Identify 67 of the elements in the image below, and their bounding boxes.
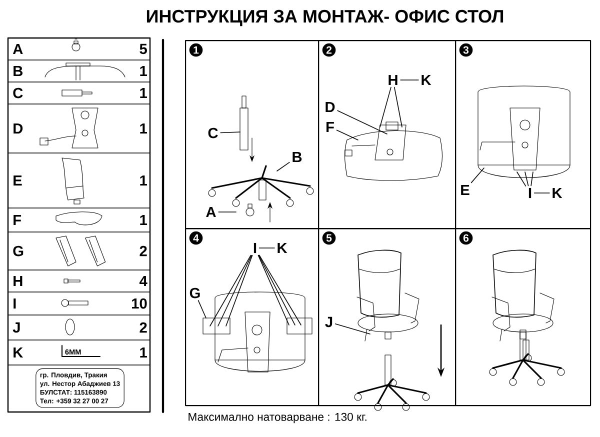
- leader-line: [337, 110, 388, 134]
- leader-line: [198, 300, 206, 318]
- leader-line: [218, 254, 252, 326]
- part-letter: I: [14, 298, 16, 309]
- leader-line: [258, 254, 290, 326]
- step-number: 1: [189, 43, 203, 57]
- leader-line: [210, 254, 252, 326]
- callout-letter: A: [206, 206, 216, 218]
- leader-line: [220, 132, 240, 134]
- step-number: 2: [322, 43, 336, 57]
- quantity: 1: [140, 123, 147, 134]
- quantity: 1: [140, 214, 147, 226]
- part-letter: F: [14, 214, 22, 226]
- part-letter: K: [14, 347, 24, 358]
- leader-line: [394, 86, 402, 128]
- step-panel: [185, 228, 320, 406]
- callout-letter: D: [326, 102, 335, 112]
- part-letter: E: [14, 175, 22, 186]
- step-panel: [318, 228, 456, 406]
- leader-line: [226, 254, 253, 326]
- step-panel: [185, 40, 320, 230]
- leader-line: [276, 162, 290, 172]
- step-panel: [318, 40, 456, 230]
- quantity: 2: [140, 246, 147, 256]
- part-letter: D: [14, 123, 23, 134]
- part-letter: H: [14, 276, 22, 286]
- callout-letter: K: [552, 188, 562, 198]
- step-number: 5: [322, 231, 336, 245]
- callout-letter: B: [292, 152, 302, 162]
- quantity: 4: [139, 276, 148, 286]
- quantity: 2: [140, 322, 147, 333]
- quantity: 1: [140, 88, 147, 98]
- part-letter: A: [12, 44, 23, 54]
- quantity: 5: [140, 44, 147, 54]
- step-number: 4: [189, 231, 203, 245]
- caption: Максимално натоварване : 130 кг.: [188, 412, 366, 424]
- step-number: 3: [459, 43, 473, 57]
- callout-letter: H: [388, 74, 398, 86]
- callout-letter: G: [190, 288, 200, 298]
- callout-letter: J: [325, 316, 332, 328]
- quantity: 1: [140, 66, 147, 76]
- callout-letter: K: [422, 74, 432, 86]
- callout-letter: C: [208, 128, 218, 138]
- title: ИНСТРУКЦИЯ ЗА МОНТАЖ- ОФИС СТОЛ: [146, 10, 504, 26]
- part-letter: B: [14, 66, 23, 76]
- part-letter: J: [12, 322, 20, 333]
- quantity: 10: [132, 298, 147, 309]
- leader-line: [516, 172, 526, 186]
- callout-letter: I: [254, 242, 256, 254]
- leader-line: [336, 130, 358, 140]
- leader-line: [524, 172, 529, 186]
- callout-letter: K: [278, 242, 288, 254]
- quantity: 1: [140, 347, 147, 358]
- callout-letter: F: [326, 122, 334, 132]
- leader-line: [530, 172, 534, 186]
- leader-line: [380, 86, 392, 128]
- connector-line: [534, 192, 550, 194]
- part-letter: G: [13, 246, 24, 256]
- step-panel: [455, 40, 592, 230]
- part-letter: C: [13, 88, 23, 98]
- callout-letter: I: [528, 188, 532, 198]
- quantity: 1: [140, 175, 147, 186]
- leader-line: [334, 323, 370, 334]
- step-number: 6: [459, 231, 473, 245]
- leader-line: [470, 168, 484, 184]
- callout-letter: E: [461, 184, 470, 196]
- step-panel: [455, 228, 592, 406]
